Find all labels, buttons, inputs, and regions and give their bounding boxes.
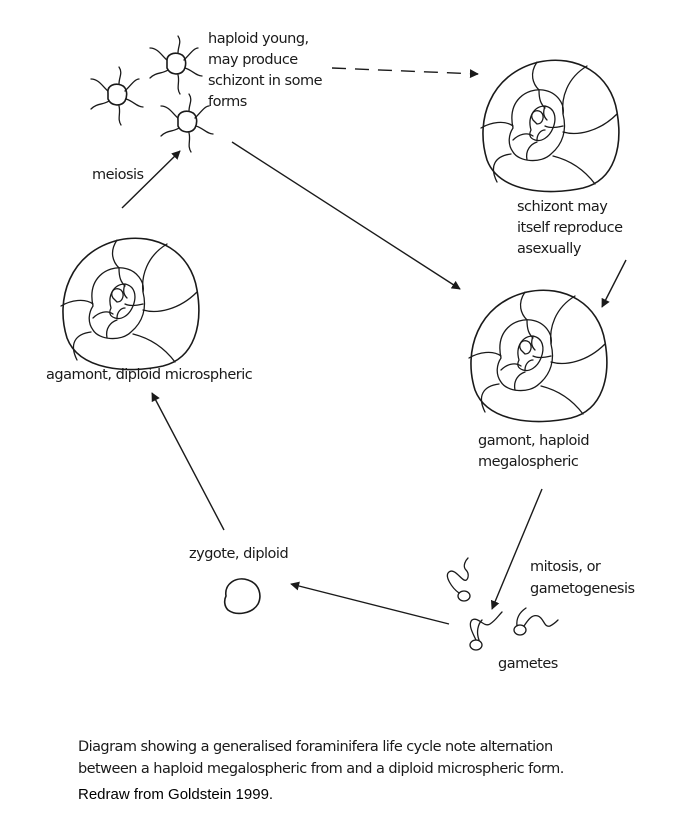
dashed-arrow-to-schizont bbox=[331, 67, 479, 79]
haploid-young-label: haploid young, may produce schizont in s… bbox=[208, 31, 326, 110]
meiosis-label: meiosis bbox=[92, 167, 144, 183]
gamete bbox=[513, 607, 559, 636]
schizont-shell bbox=[480, 59, 620, 193]
haploid-young-cell bbox=[90, 66, 144, 126]
gametes-group bbox=[446, 557, 559, 651]
gamont-label: gamont, haploid megalospheric bbox=[478, 433, 593, 470]
agamont-shell bbox=[60, 237, 200, 371]
haploid-young-cell bbox=[160, 93, 214, 153]
gametes-label: gametes bbox=[498, 656, 558, 672]
mitosis-label: mitosis, or gametogenesis bbox=[530, 559, 635, 597]
zygote-label: zygote, diploid bbox=[189, 546, 288, 562]
haploid-young-cell bbox=[149, 35, 203, 95]
arrow-schizont-to-gamont bbox=[601, 259, 627, 308]
gamont-shell bbox=[468, 289, 608, 423]
meiosis-arrow bbox=[121, 150, 181, 209]
arrow-gamont-to-gametes bbox=[490, 488, 543, 610]
arrow-zygote-to-agamont bbox=[151, 392, 225, 531]
credit: Redraw from Goldstein 1999. bbox=[78, 786, 273, 803]
gamete bbox=[446, 557, 471, 602]
agamont-label: agamont, diploid microspheric bbox=[46, 367, 253, 383]
caption: Diagram showing a generalised foraminife… bbox=[78, 739, 564, 777]
arrow-gametes-to-zygote bbox=[290, 581, 450, 625]
arrow-young-to-gamont bbox=[231, 141, 461, 290]
zygote-cell bbox=[223, 578, 261, 615]
schizont-label: schizont may itself reproduce asexually bbox=[517, 199, 627, 257]
haploid-young-group bbox=[90, 35, 214, 153]
gamete bbox=[469, 611, 503, 651]
